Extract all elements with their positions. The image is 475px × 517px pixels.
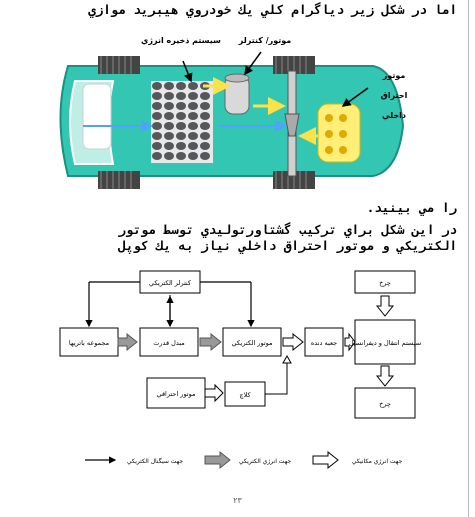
battery-cell: [188, 142, 198, 150]
legend-mechanical-arrow: [312, 450, 339, 470]
battery-cell: [152, 82, 162, 90]
legend: جهت سيگنال الكتريكي جهت انرژي الكتريكي ج…: [85, 450, 403, 470]
body-text-line-1: اما در شكل زير دياگرام كلي يك خودروي هيب…: [88, 2, 457, 17]
clutch-box: [224, 381, 266, 407]
battery-cell: [188, 122, 198, 130]
wheel-bottom-box: [354, 387, 416, 419]
transmission-box: [354, 319, 416, 365]
battery-cell: [200, 142, 210, 150]
battery-cell: [200, 132, 210, 140]
page-margin-line: [468, 0, 469, 517]
legend-electric-label: جهت انرژي الكتريكي: [239, 458, 292, 465]
storage-label: سيستم ذخيره انرژي: [141, 36, 221, 45]
battery-cell: [152, 112, 162, 120]
battery-cell: [176, 92, 186, 100]
hybrid-car-diagram: سيستم ذخيره انرژي موتور/ كنترلر موتور اح…: [43, 26, 418, 196]
clutch-label: كلاچ: [239, 391, 251, 399]
battery-cell: [176, 82, 186, 90]
battery-cell: [152, 142, 162, 150]
battery-cell: [176, 102, 186, 110]
car-body: [59, 65, 405, 177]
wheel-top-box: [354, 270, 416, 294]
power-converter-label: مبدل قدرت: [153, 339, 184, 347]
battery-cell: [176, 132, 186, 140]
battery-cell: [188, 82, 198, 90]
engine-label: موتور احتراقي: [157, 390, 196, 398]
mechanical-energy-arrows: [204, 295, 395, 403]
battery-cell: [200, 122, 210, 130]
engine-label-3: داخلي: [382, 111, 406, 120]
block-diagram: كنترلر الكتريكي چرخ مجموعه باتريها مبدل …: [59, 270, 421, 470]
battery-cell: [176, 122, 186, 130]
wheel-rear-left: [98, 56, 140, 74]
body-text-line-3: در اين شكل براي تركيب گشتاورتوليدي توسط …: [118, 222, 457, 237]
legend-mechanical-label: جهت انرژي مكانيكي: [352, 458, 403, 465]
battery-cell: [164, 102, 174, 110]
battery-cell: [188, 102, 198, 110]
legend-electric-arrow: [204, 450, 231, 470]
battery-cell: [152, 152, 162, 160]
battery-cell: [200, 152, 210, 160]
combustion-engine: [317, 103, 361, 163]
battery-cell: [200, 102, 210, 110]
energy-flow-arrows: [83, 51, 369, 145]
gearbox-box: [304, 327, 344, 357]
body-text-line-2: را مي بينيد.: [366, 200, 457, 215]
battery-cell: [164, 92, 174, 100]
wheel-top-label: چرخ: [379, 279, 391, 287]
battery-cell: [164, 142, 174, 150]
battery-cell: [152, 132, 162, 140]
engine-label-2: احتراق: [381, 91, 408, 100]
battery-pack-label: مجموعه باتريها: [69, 339, 109, 347]
page-number: ٢٣: [233, 496, 242, 505]
electric-motor: [224, 73, 250, 115]
gearbox-label: جعبه دنده: [311, 339, 337, 347]
battery-cell: [164, 122, 174, 130]
signal-arrows: [85, 281, 255, 328]
battery-cell: [152, 92, 162, 100]
body-text-line-4: الكتريكي و موتور احتراق داخلي نياز به يك…: [118, 238, 457, 253]
legend-signal-label: جهت سيگنال الكتريكي: [127, 457, 184, 465]
wheel-rear-right: [98, 171, 140, 189]
electric-motor-label: موتور الكتريكي: [232, 339, 273, 347]
wheel-front-left: [273, 56, 315, 74]
battery-cell: [176, 152, 186, 160]
engine-label-1: موتور: [382, 71, 406, 80]
battery-pack-box: [59, 327, 119, 357]
electric-energy-arrows: [117, 332, 222, 352]
battery-cell: [152, 122, 162, 130]
battery-cell: [164, 82, 174, 90]
engine-box: [146, 377, 206, 409]
battery-cell: [188, 92, 198, 100]
electric-controller-label: كنترلر الكتريكي: [149, 279, 192, 287]
wheel-bottom-label: چرخ: [379, 400, 391, 408]
battery-cell: [200, 92, 210, 100]
battery-cell: [164, 152, 174, 160]
battery-cell: [188, 152, 198, 160]
battery-cell: [152, 102, 162, 110]
battery-pack: [151, 81, 213, 163]
electric-motor-box: [222, 327, 282, 357]
motor-controller-label: موتور/ كنترلر: [238, 36, 291, 45]
battery-cell: [176, 142, 186, 150]
battery-cell: [164, 112, 174, 120]
transmission-label: سيستم انتقال و ديفرانسيل: [349, 339, 421, 347]
battery-cell: [188, 112, 198, 120]
wheel-front-right: [273, 171, 315, 189]
power-converter-box: [139, 327, 199, 357]
battery-cell: [164, 132, 174, 140]
drive-shaft: [284, 70, 300, 177]
battery-cell: [176, 112, 186, 120]
battery-cell: [188, 132, 198, 140]
battery-cell: [200, 112, 210, 120]
